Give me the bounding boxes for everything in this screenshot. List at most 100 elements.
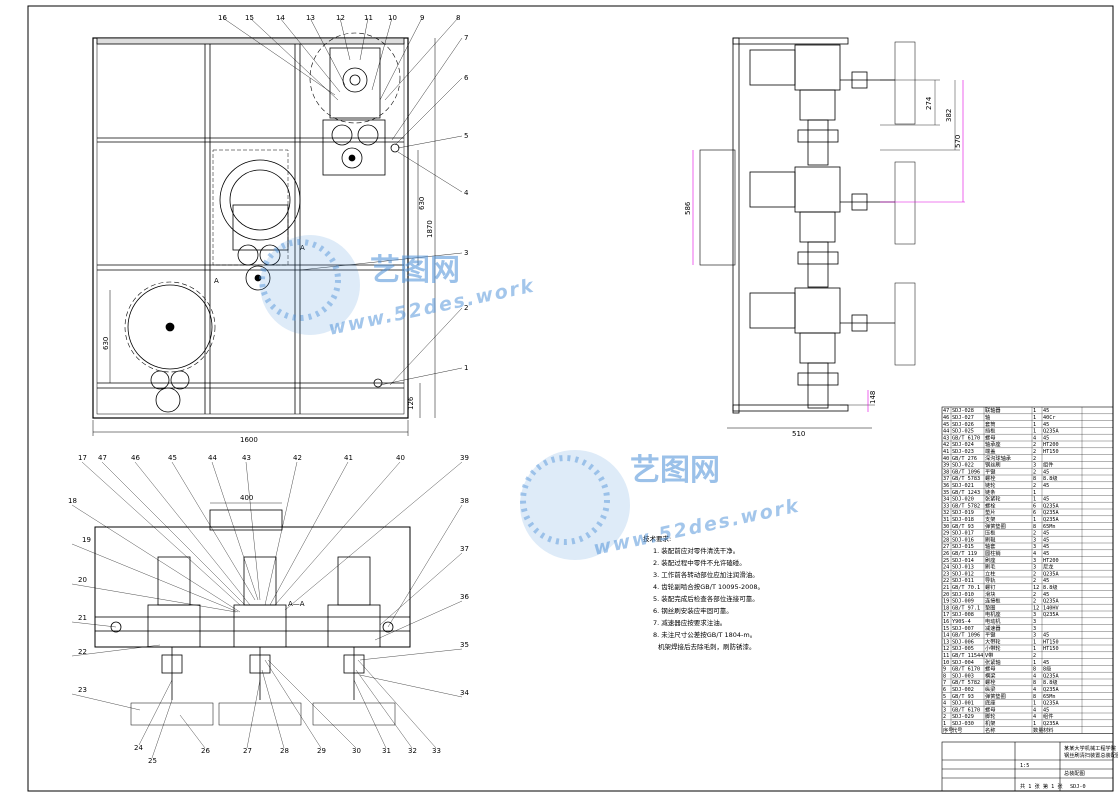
bom-cell: 26 xyxy=(943,551,949,557)
balloon-41: 41 xyxy=(344,454,353,462)
bom-cell: 45 xyxy=(1043,422,1049,428)
bom-cell: 1 xyxy=(1033,660,1036,666)
balloon-10: 10 xyxy=(388,14,397,22)
bom-cell: 9 xyxy=(943,667,946,673)
bom-cell: SDJ-010 xyxy=(952,592,974,598)
bom-cell: 2 xyxy=(1033,483,1036,489)
balloon-23: 23 xyxy=(78,686,87,694)
balloon-24: 24 xyxy=(134,744,143,752)
bom-cell: GB/T 70.1 xyxy=(952,585,980,591)
bom-cell: SDJ-003 xyxy=(952,673,974,679)
bom-cell: HT200 xyxy=(1043,442,1059,448)
bom-cell: 1 xyxy=(1033,646,1036,652)
bom-cell: SDJ-018 xyxy=(952,517,974,523)
bom-cell: SDJ-004 xyxy=(952,660,974,666)
bom-cell: Y90S-4 xyxy=(952,619,971,625)
bom-cell: 45 xyxy=(1043,408,1049,414)
balloon-15: 15 xyxy=(245,14,254,22)
bom-cell: 名称 xyxy=(985,726,995,734)
bom-cell: GB/T 11544 xyxy=(952,653,983,659)
bom-cell: 1 xyxy=(943,721,946,727)
bom-cell: 1 xyxy=(1033,701,1036,707)
bom-cell: GB/T 6170 xyxy=(952,667,980,673)
balloon-25: 25 xyxy=(148,757,157,765)
balloon-18: 18 xyxy=(68,497,77,505)
balloon-22: 22 xyxy=(78,648,87,656)
bom-cell: Q235A xyxy=(1043,517,1059,523)
balloon-44: 44 xyxy=(208,454,217,462)
bom-cell: 1 xyxy=(1033,639,1036,645)
side-view xyxy=(699,37,960,429)
balloon-30: 30 xyxy=(352,747,361,755)
bom-cell: 刷辊 xyxy=(985,535,995,543)
balloon-12: 12 xyxy=(336,14,345,22)
note-item: 2. 装配过程中零件不允许磕碰。 xyxy=(653,558,746,567)
bom-cell: 43 xyxy=(943,435,949,441)
balloon-20: 20 xyxy=(78,576,87,584)
bom-cell: 尼龙 xyxy=(1043,563,1053,571)
bom-cell: 材料 xyxy=(1043,726,1053,734)
bom-cell: 支架 xyxy=(985,515,995,523)
bom-cell: 8 xyxy=(1033,667,1036,673)
balloon-29: 29 xyxy=(317,747,326,755)
bom-cell: 底座 xyxy=(985,699,995,707)
bom-cell: 8 xyxy=(1033,524,1036,530)
bom-cell: 33 xyxy=(943,503,949,509)
side-dim-586: 586 xyxy=(684,201,692,215)
drawing-title: 钢丝刷清扫装置总装配图 xyxy=(1064,751,1118,759)
bom-cell: SDJ-024 xyxy=(952,442,974,448)
bom-cell: 弹簧垫圈 xyxy=(985,692,1006,700)
bom-cell: 47 xyxy=(943,408,949,414)
bom-cell: 17 xyxy=(943,612,949,618)
bom-cell: 13 xyxy=(943,639,949,645)
bom-cell: SDJ-021 xyxy=(952,483,974,489)
bom-cell: V带 xyxy=(985,652,993,659)
watermark-cn: 艺图网 xyxy=(370,253,460,288)
balloon-27: 27 xyxy=(243,747,252,755)
balloon-8: 8 xyxy=(456,14,460,22)
dim-height-mid: 630 xyxy=(418,197,426,210)
bom-cell: 横梁 xyxy=(985,671,995,679)
bom-cell: 螺钉 xyxy=(985,583,995,591)
bom-cell: 45 xyxy=(1043,660,1049,666)
section-view-labels: 400 A—A 17 47 46 45 44 43 42 41 40 39 18… xyxy=(68,454,469,765)
bom-cell: 2 xyxy=(943,714,946,720)
bom-cell: SDJ-008 xyxy=(952,612,974,618)
bom-cell: 3 xyxy=(1033,537,1036,543)
balloon-2: 2 xyxy=(464,304,468,312)
bom-cell: 1 xyxy=(1033,517,1036,523)
bom-cell: 2 xyxy=(1033,469,1036,475)
bom-cell: Q235A xyxy=(1043,503,1059,509)
bom-cell: 螺母 xyxy=(985,665,995,673)
balloon-16: 16 xyxy=(218,14,227,22)
bom-cell: 垫圈 xyxy=(985,603,995,611)
balloon-36: 36 xyxy=(460,593,469,601)
bom-cell: 2 xyxy=(1033,578,1036,584)
bom-cell: 电机座 xyxy=(985,610,1001,618)
bom-cell: 40 xyxy=(943,456,949,462)
bom-cell: 32 xyxy=(943,510,949,516)
side-dim-382: 382 xyxy=(945,109,953,122)
bom-cell: GB/T 5782 xyxy=(952,680,980,686)
bom-cell: 1 xyxy=(1033,721,1036,727)
bom-cell: 45 xyxy=(1043,633,1049,639)
bom-cell: 12 xyxy=(1033,605,1039,611)
note-item: 3. 工作前各转动部位应加注润滑油。 xyxy=(653,570,759,579)
bom-cell: 8 xyxy=(943,673,946,679)
bom-cell: SDJ-015 xyxy=(952,544,974,550)
bom-cell: 2 xyxy=(1033,599,1036,605)
bom-cell: 链条 xyxy=(985,488,995,496)
title-block-text: 某某大学机械工程学院 钢丝刷清扫装置总装配图 总装配图 SDJ-0 1:5 共 … xyxy=(1020,744,1118,790)
watermark-cn: 艺图网 xyxy=(630,453,720,488)
bom-cell: 连接板 xyxy=(985,597,1001,605)
note-item: 1. 装配前应对零件清洗干净。 xyxy=(653,546,739,555)
balloon-34: 34 xyxy=(460,689,469,697)
bom-cell: 30 xyxy=(943,524,949,530)
bom-cell: 平键 xyxy=(985,467,995,475)
balloon-32: 32 xyxy=(408,747,417,755)
bom-cell: GB/T 5783 xyxy=(952,476,980,482)
bom-cell: 2 xyxy=(1033,592,1036,598)
bom-cell: SDJ-030 xyxy=(952,721,974,727)
bom-cell: 35 xyxy=(943,490,949,496)
bom-cell: 大带轮 xyxy=(985,637,1001,645)
